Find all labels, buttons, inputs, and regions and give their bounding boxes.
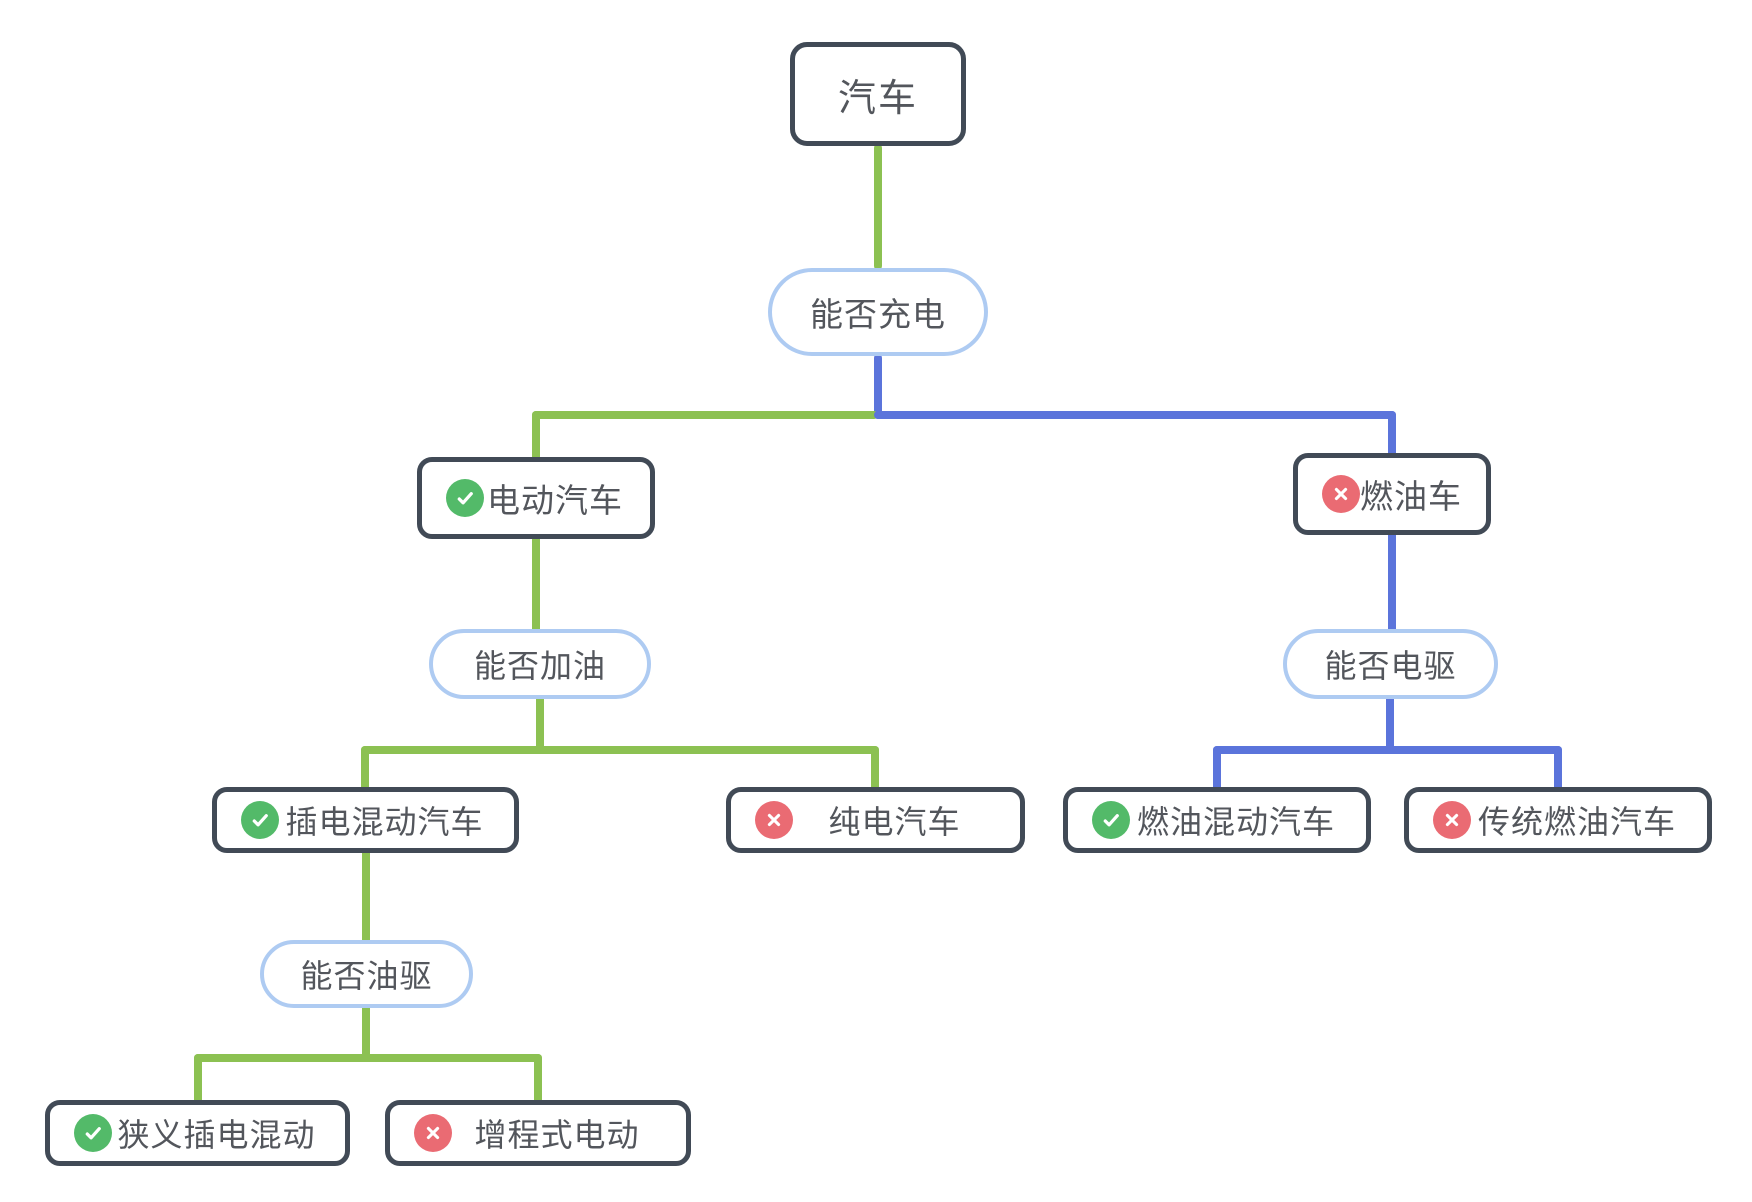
node-narrow-plugin-hybrid[interactable]: 狭义插电混动 (45, 1100, 350, 1166)
connector-erev-drop (534, 1054, 542, 1104)
node-fuel-hybrid-label: 燃油混动汽车 (1136, 804, 1335, 840)
connector-root-to-charge (874, 144, 882, 270)
node-pure-electric[interactable]: 纯电汽车 (726, 787, 1025, 853)
node-extended-range-electric-label: 增程式电动 (474, 1117, 640, 1153)
decision-can-oil-drive[interactable]: 能否油驱 (260, 940, 473, 1008)
decision-can-electric-drive-label: 能否电驱 (1324, 648, 1457, 684)
cross-icon (1322, 475, 1360, 513)
connector-oildrive-horizontal (194, 1054, 542, 1062)
connector-charge-stub (874, 354, 882, 419)
connector-fuel-to-edrive (1388, 531, 1396, 633)
node-electric-vehicle[interactable]: 电动汽车 (417, 457, 655, 539)
node-plugin-hybrid[interactable]: 插电混动汽车 (212, 787, 519, 853)
connector-bev-drop (871, 746, 879, 791)
node-extended-range-electric[interactable]: 增程式电动 (385, 1100, 691, 1166)
cross-icon (1433, 801, 1471, 839)
decision-can-electric-drive[interactable]: 能否电驱 (1283, 629, 1498, 699)
check-icon (74, 1114, 112, 1152)
decision-can-refuel[interactable]: 能否加油 (429, 629, 651, 699)
connector-fuel-drop (1388, 411, 1396, 457)
node-narrow-plugin-hybrid-label: 狭义插电混动 (117, 1117, 316, 1153)
node-pure-electric-label: 纯电汽车 (828, 804, 961, 840)
check-icon (1092, 801, 1130, 839)
node-fuel-vehicle[interactable]: 燃油车 (1293, 453, 1491, 535)
connector-edrive-stub (1386, 695, 1394, 754)
check-icon (446, 479, 484, 517)
connector-refuel-horizontal (361, 746, 879, 754)
decision-can-charge-label: 能否充电 (810, 296, 946, 333)
node-root-car[interactable]: 汽车 (790, 42, 966, 146)
connector-charge-yes-horizontal (532, 411, 878, 419)
node-electric-vehicle-label: 电动汽车 (487, 482, 623, 519)
node-plugin-hybrid-label: 插电混动汽车 (285, 804, 484, 840)
decision-can-charge[interactable]: 能否充电 (768, 268, 988, 356)
connector-narrowphev-drop (194, 1054, 202, 1104)
node-traditional-fuel-label: 传统燃油汽车 (1477, 804, 1676, 840)
connector-edrive-horizontal (1213, 746, 1562, 754)
connector-fuelhybrid-drop (1213, 746, 1221, 791)
connector-ev-to-refuel (532, 535, 540, 633)
connector-ice-drop (1554, 746, 1562, 791)
connector-refuel-stub (536, 695, 544, 754)
node-root-label: 汽车 (837, 77, 918, 120)
decision-can-refuel-label: 能否加油 (473, 648, 606, 684)
connector-charge-no-horizontal (874, 411, 1396, 419)
node-fuel-hybrid[interactable]: 燃油混动汽车 (1063, 787, 1371, 853)
decision-can-oil-drive-label: 能否油驱 (300, 958, 433, 994)
cross-icon (755, 801, 793, 839)
check-icon (241, 801, 279, 839)
connector-ev-drop (532, 411, 540, 461)
connector-oildrive-stub (362, 1004, 370, 1062)
node-traditional-fuel[interactable]: 传统燃油汽车 (1404, 787, 1712, 853)
connector-phev-to-oildrive (362, 849, 370, 944)
connector-phev-drop (361, 746, 369, 791)
cross-icon (414, 1114, 452, 1152)
node-fuel-vehicle-label: 燃油车 (1360, 478, 1462, 515)
